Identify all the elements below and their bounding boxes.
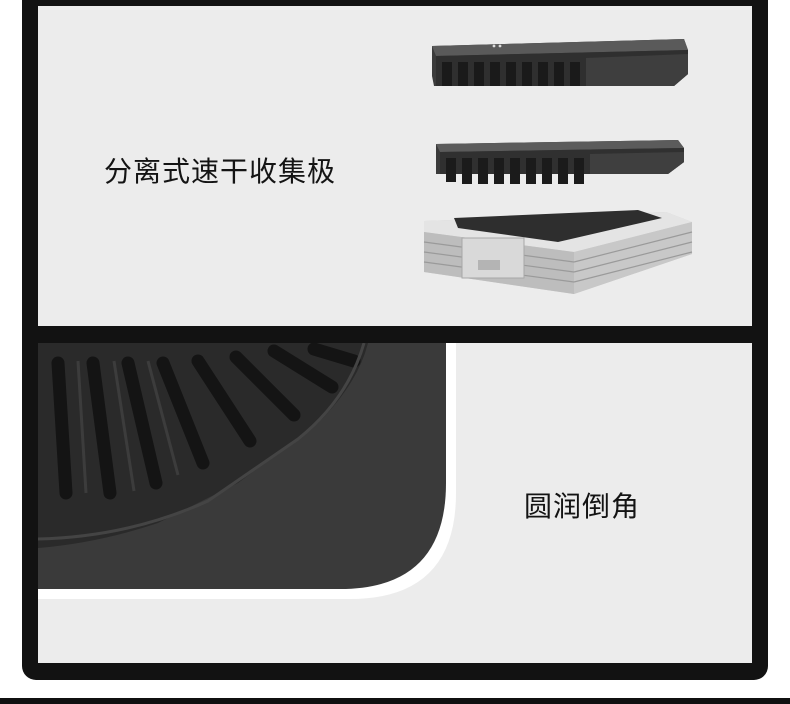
- upper-collector-plate: [432, 39, 688, 86]
- middle-collector-plate: [436, 140, 684, 184]
- stacked-filter-plates-icon: [423, 39, 693, 294]
- section-rounded-corner: 圆润倒角: [38, 343, 752, 663]
- section-separated-collector: 分离式速干收集极: [38, 6, 752, 326]
- section-caption: 分离式速干收集极: [104, 155, 337, 188]
- vent-grille: [38, 343, 368, 548]
- bottom-divider: [0, 698, 790, 704]
- rounded-grille-corner-icon: [38, 343, 456, 599]
- lower-collector-tray: [423, 210, 693, 294]
- section-caption: 圆润倒角: [524, 490, 641, 523]
